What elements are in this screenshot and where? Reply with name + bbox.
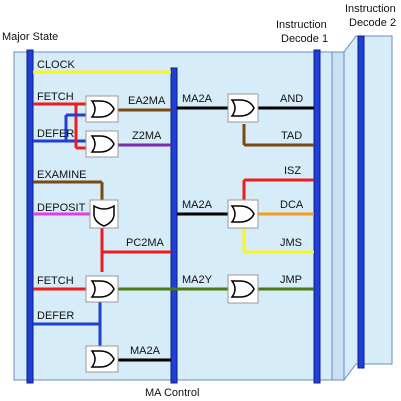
instruction-decode-2-title-line1: Instruction	[345, 3, 396, 15]
deposit-label: DEPOSIT	[37, 202, 86, 214]
decode-2-panel-back	[343, 35, 393, 382]
or-gate-jmp	[227, 274, 259, 304]
jmp-label: JMP	[280, 274, 302, 286]
instruction-decode-1-title-line1: Instruction	[276, 19, 327, 31]
fetch-bottom-label: FETCH	[37, 275, 74, 287]
ma-control-bus	[170, 67, 178, 384]
fetch-top-label: FETCH	[37, 91, 74, 103]
and-label: AND	[280, 93, 303, 105]
defer-top-label: DEFER	[37, 128, 74, 140]
ma2a-top-label: MA2A	[182, 93, 213, 105]
instruction-decode-1-bus	[313, 49, 321, 384]
instruction-decode-1-title-line2: Decode 1	[281, 33, 328, 45]
or-gate-isz-dca-jms	[227, 199, 259, 229]
defer-bottom-label: DEFER	[37, 310, 74, 322]
examine-label: EXAMINE	[37, 169, 87, 181]
tad-label: TAD	[281, 130, 302, 142]
or-gate-pc2ma	[89, 199, 119, 229]
isz-label: ISZ	[284, 165, 301, 177]
ma2a-mid-label: MA2A	[182, 199, 213, 211]
z2ma-label: Z2MA	[132, 130, 162, 142]
ea2ma-label: EA2MA	[128, 95, 166, 107]
ma2y-label: MA2Y	[182, 274, 213, 286]
instruction-decode-2-title-line2: Decode 2	[349, 17, 396, 29]
pc2ma-label: PC2MA	[126, 237, 165, 249]
ma-control-title: MA Control	[145, 387, 199, 399]
major-state-title: Major State	[2, 31, 58, 43]
or-gate-fetch-bottom	[85, 275, 119, 303]
ma2a-bottom-label: MA2A	[130, 345, 161, 357]
jms-label: JMS	[280, 237, 302, 249]
or-gate-ma2a-bottom	[85, 345, 119, 373]
or-gate-z2ma	[85, 130, 119, 158]
or-gate-and-tad	[227, 93, 259, 123]
clock-label: CLOCK	[37, 59, 76, 71]
major-state-bus	[26, 49, 34, 384]
dca-label: DCA	[280, 199, 304, 211]
or-gate-ea2ma	[85, 95, 119, 123]
instruction-decode-2-bus	[357, 35, 365, 369]
